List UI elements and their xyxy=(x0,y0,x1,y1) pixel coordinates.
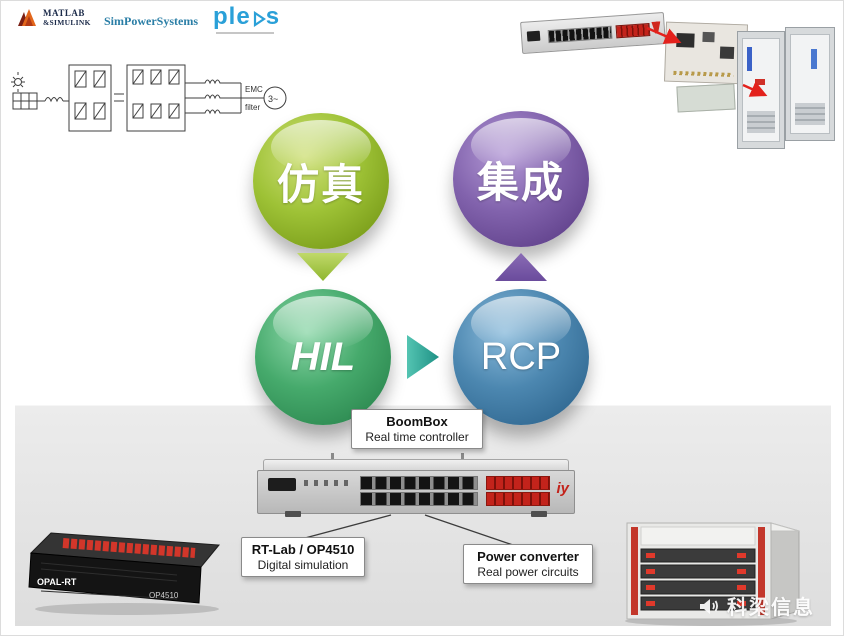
callout-power-title: Power converter xyxy=(477,549,579,564)
emc-label: EMC xyxy=(245,85,263,94)
wiring xyxy=(811,49,817,69)
power-circuit-schematic: EMC filter 3~ xyxy=(11,64,287,132)
watermark-text: 科梁信息 xyxy=(727,597,815,619)
ethernet-ports-row2 xyxy=(360,492,478,506)
callout-rtlab-title: RT-Lab / OP4510 xyxy=(251,542,355,557)
din-rail xyxy=(795,103,825,125)
cabinet-right xyxy=(785,27,835,141)
circle-hil: HIL xyxy=(255,289,391,425)
gloss-highlight xyxy=(471,296,571,350)
opal-rt-brand: OPAL-RT xyxy=(37,577,77,587)
circle-hil-label: HIL xyxy=(290,334,356,379)
antenna xyxy=(461,453,464,461)
plecs-logo: ple s xyxy=(213,3,280,31)
photo-control-unit xyxy=(520,12,666,54)
callout-rtlab: RT-Lab / OP4510 Digital simulation xyxy=(241,537,365,577)
device-terminal-blocks xyxy=(615,23,651,39)
circle-integration: 集成 xyxy=(453,111,589,247)
matlab-text-line1: MATLAB xyxy=(43,7,85,18)
cabinet-interior xyxy=(742,38,780,142)
photo-circuit-board xyxy=(663,21,749,85)
chip xyxy=(676,32,695,48)
watermark: 科梁信息 xyxy=(697,591,815,620)
wiring xyxy=(755,79,765,85)
device-brand-mark xyxy=(651,21,661,34)
gloss-highlight xyxy=(471,118,571,172)
arrow-up-icon xyxy=(495,253,547,281)
imperix-logo: iy xyxy=(556,480,569,497)
terminal-blocks-row2 xyxy=(486,492,550,506)
megaphone-icon xyxy=(700,598,718,614)
arrow-right-icon xyxy=(407,335,439,379)
antenna xyxy=(331,453,334,461)
din-rail xyxy=(747,111,775,133)
device-display xyxy=(526,30,541,42)
pcb-pins xyxy=(673,70,734,77)
mathworks-icon xyxy=(18,9,36,26)
photo-power-converter-rack xyxy=(625,522,800,626)
opal-rt-model: OP4510 xyxy=(149,591,179,600)
boombox-front-panel: iy xyxy=(257,470,575,514)
chip xyxy=(719,46,735,59)
simulink-text-line2: &SIMULINK xyxy=(43,17,91,27)
circle-simulation: 仿真 xyxy=(253,113,389,249)
boombox-buttons xyxy=(304,480,348,486)
photo-circuit-board-2 xyxy=(676,83,736,113)
photo-control-cabinets xyxy=(737,27,835,149)
cabinet-left xyxy=(737,31,785,149)
circle-simulation-label: 仿真 xyxy=(276,160,365,208)
gloss-highlight xyxy=(271,120,371,174)
three-phase-label: 3~ xyxy=(268,94,278,104)
circle-rcp: RCP xyxy=(453,289,589,425)
boombox-foot xyxy=(531,511,547,517)
arrow-down-icon xyxy=(297,253,349,281)
plecs-triangle-icon xyxy=(253,10,266,28)
plecs-text-right: s xyxy=(265,3,281,30)
callout-power-subtitle: Real power circuits xyxy=(477,565,579,579)
wiring xyxy=(747,47,752,71)
simpowersystems-logo: SimPowerSystems xyxy=(104,14,198,28)
chip xyxy=(702,31,715,43)
circle-rcp-label: RCP xyxy=(480,335,562,378)
circle-integration-label: 集成 xyxy=(476,158,565,206)
callout-rtlab-subtitle: Digital simulation xyxy=(257,558,349,572)
device-ethernet-ports xyxy=(547,25,613,44)
callout-boombox-subtitle: Real time controller xyxy=(365,430,469,444)
cabinet-interior xyxy=(790,34,830,134)
matlab-wordmark: MATLAB &SIMULINK xyxy=(43,7,91,27)
boombox-display xyxy=(268,478,296,491)
terminal-blocks-row1 xyxy=(486,476,550,490)
photo-opal-rt-simulator: OPAL-RT OP4510 xyxy=(28,532,220,615)
callout-power: Power converter Real power circuits xyxy=(463,544,593,584)
filter-label: filter xyxy=(245,103,260,112)
ethernet-ports-row1 xyxy=(360,476,478,490)
callout-boombox: BoomBox Real time controller xyxy=(351,409,483,449)
boombox-top xyxy=(263,459,569,472)
plecs-tagline xyxy=(216,32,274,34)
callout-boombox-title: BoomBox xyxy=(386,414,448,429)
plecs-text-left: ple xyxy=(213,3,251,30)
boombox-foot xyxy=(285,511,301,517)
matlab-simulink-logo: MATLAB &SIMULINK xyxy=(17,7,91,29)
photo-boombox-controller: iy xyxy=(257,453,575,517)
gloss-highlight xyxy=(273,296,373,350)
